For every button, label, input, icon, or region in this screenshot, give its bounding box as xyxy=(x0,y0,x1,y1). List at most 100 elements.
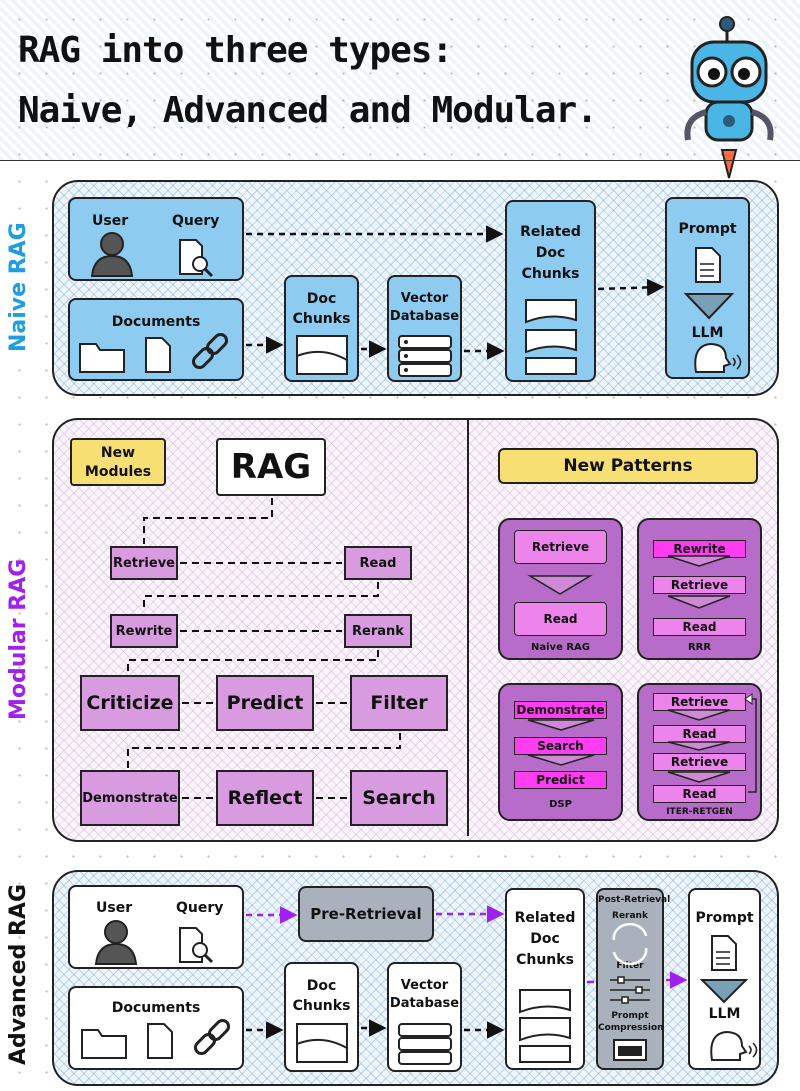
naive-vector-db-label-2: Database xyxy=(389,309,460,324)
header-divider xyxy=(0,160,800,161)
advanced-vector-db-label-1: Vector xyxy=(400,978,449,993)
advanced-user-label: User xyxy=(96,900,133,916)
post-compression-label: Compression xyxy=(598,1023,664,1033)
naive-llm-label: LLM xyxy=(691,325,724,341)
rerank-cycle-icon xyxy=(612,922,648,966)
page-title-line1: RAG into three types: xyxy=(18,30,453,71)
new-modules-box: New Modules xyxy=(70,438,166,486)
naive-user-label: User xyxy=(92,213,129,229)
advanced-prompt-label: Prompt xyxy=(695,910,754,926)
module-predict: Predict xyxy=(216,675,314,731)
advanced-related-chunk-icons xyxy=(519,989,571,1063)
advanced-prompt-icon xyxy=(711,935,737,971)
advanced-magnifier-document-icon xyxy=(179,927,214,964)
advanced-user-query-box: User Query xyxy=(68,885,244,969)
new-modules-label-1: New xyxy=(100,445,136,461)
speaking-head-icon xyxy=(694,342,742,373)
advanced-chunk-icon xyxy=(296,1023,348,1063)
module-filter: Filter xyxy=(350,675,448,731)
advanced-vector-db-label-2: Database xyxy=(389,996,460,1011)
module-retrieve: Retrieve xyxy=(110,546,178,580)
advanced-file-icon xyxy=(147,1023,173,1059)
advanced-database-icon xyxy=(398,1023,452,1065)
pattern-naive-name: Naive RAG xyxy=(531,642,590,653)
pattern-naive-step-read: Read xyxy=(514,602,607,636)
magnifier-document-icon xyxy=(179,239,214,278)
naive-user-query-box: User Query xyxy=(68,197,244,281)
pattern-iter-step-read-1: Read xyxy=(653,725,746,743)
pattern-rrr: Rewrite Retrieve Read RRR xyxy=(637,518,762,660)
advanced-link-icon xyxy=(193,1018,231,1056)
pattern-dsp-name: DSP xyxy=(549,799,572,810)
prompt-icon xyxy=(695,247,721,283)
naive-documents-label: Documents xyxy=(111,314,201,330)
naive-diagram-graphics xyxy=(79,225,742,377)
module-reflect: Reflect xyxy=(216,770,314,826)
filter-sliders-icon xyxy=(610,976,650,1004)
post-filter-label: Filter xyxy=(616,961,644,971)
advanced-related-label-1: Related xyxy=(514,910,576,926)
advanced-related-chunks-box: Related Doc Chunks xyxy=(505,888,585,1070)
advanced-funnel-icon xyxy=(699,979,749,1004)
pattern-naive-step-retrieve: Retrieve xyxy=(514,530,607,564)
page-title-line2: Naive, Advanced and Modular. xyxy=(18,90,598,131)
naive-related-label-1: Related xyxy=(520,224,581,240)
naive-related-label-2: Doc xyxy=(535,245,566,261)
post-prompt-label: Prompt xyxy=(611,1011,649,1021)
modular-connectors xyxy=(127,498,401,799)
compression-icon xyxy=(613,1039,647,1061)
naive-doc-chunks-label-1: Doc xyxy=(306,291,337,307)
new-patterns-box: New Patterns xyxy=(498,448,758,484)
naive-prompt-label: Prompt xyxy=(678,221,737,237)
module-criticize: Criticize xyxy=(80,675,180,731)
advanced-related-label-3: Chunks xyxy=(516,952,574,968)
pattern-iter-step-read-2: Read xyxy=(653,785,746,803)
pattern-rrr-name: RRR xyxy=(687,642,712,653)
rag-box: RAG xyxy=(216,438,326,496)
pattern-dsp-step-demonstrate: Demonstrate xyxy=(514,701,607,719)
advanced-doc-chunks-label-2: Chunks xyxy=(292,998,351,1014)
advanced-folder-icon xyxy=(81,1029,127,1059)
naive-related-chunks-box: Related Doc Chunks xyxy=(505,200,596,382)
chunk-icon xyxy=(296,335,348,375)
module-search: Search xyxy=(350,770,448,826)
advanced-query-label: Query xyxy=(176,900,224,916)
module-demonstrate: Demonstrate xyxy=(80,770,180,826)
advanced-related-label-2: Doc xyxy=(530,931,560,947)
naive-related-label-3: Chunks xyxy=(521,266,580,282)
pattern-dsp: Demonstrate Search Predict DSP xyxy=(498,683,623,821)
post-retrieval-label: Post-Retrieval xyxy=(598,895,671,905)
modular-divider xyxy=(467,420,469,836)
pattern-iter-step-retrieve-2: Retrieve xyxy=(653,753,746,771)
pattern-chevrons xyxy=(527,555,757,793)
pattern-dsp-step-predict: Predict xyxy=(514,771,607,789)
related-chunk-icons xyxy=(525,299,577,375)
pattern-rrr-step-retrieve: Retrieve xyxy=(653,576,746,594)
advanced-documents-label: Documents xyxy=(111,1000,201,1016)
naive-query-label: Query xyxy=(172,213,220,229)
pattern-iter-name: ITER-RETGEN xyxy=(666,807,733,817)
advanced-doc-chunks-label-1: Doc xyxy=(306,978,337,994)
advanced-user-icon xyxy=(94,920,138,965)
naive-doc-chunks-label-2: Chunks xyxy=(292,311,351,327)
advanced-llm-label: LLM xyxy=(708,1006,741,1022)
pattern-rrr-step-read: Read xyxy=(653,618,746,636)
link-icon xyxy=(191,332,229,370)
advanced-speaking-head-icon xyxy=(710,1030,758,1061)
robot-mascot-icon xyxy=(684,16,774,179)
module-rewrite: Rewrite xyxy=(110,614,178,648)
pattern-iter-retgen: Retrieve Read Retrieve Read ITER-RETGEN xyxy=(637,683,762,821)
user-icon xyxy=(90,232,134,277)
funnel-icon xyxy=(683,293,735,320)
file-icon xyxy=(145,337,171,373)
new-modules-label-2: Modules xyxy=(84,464,152,480)
post-rerank-label: Rerank xyxy=(612,911,648,921)
pre-retrieval-box: Pre-Retrieval xyxy=(298,886,434,942)
database-icon xyxy=(398,335,452,377)
folder-icon xyxy=(79,343,125,373)
naive-vector-db-label-1: Vector xyxy=(400,291,449,306)
header-background xyxy=(0,0,800,160)
module-read: Read xyxy=(344,546,412,580)
